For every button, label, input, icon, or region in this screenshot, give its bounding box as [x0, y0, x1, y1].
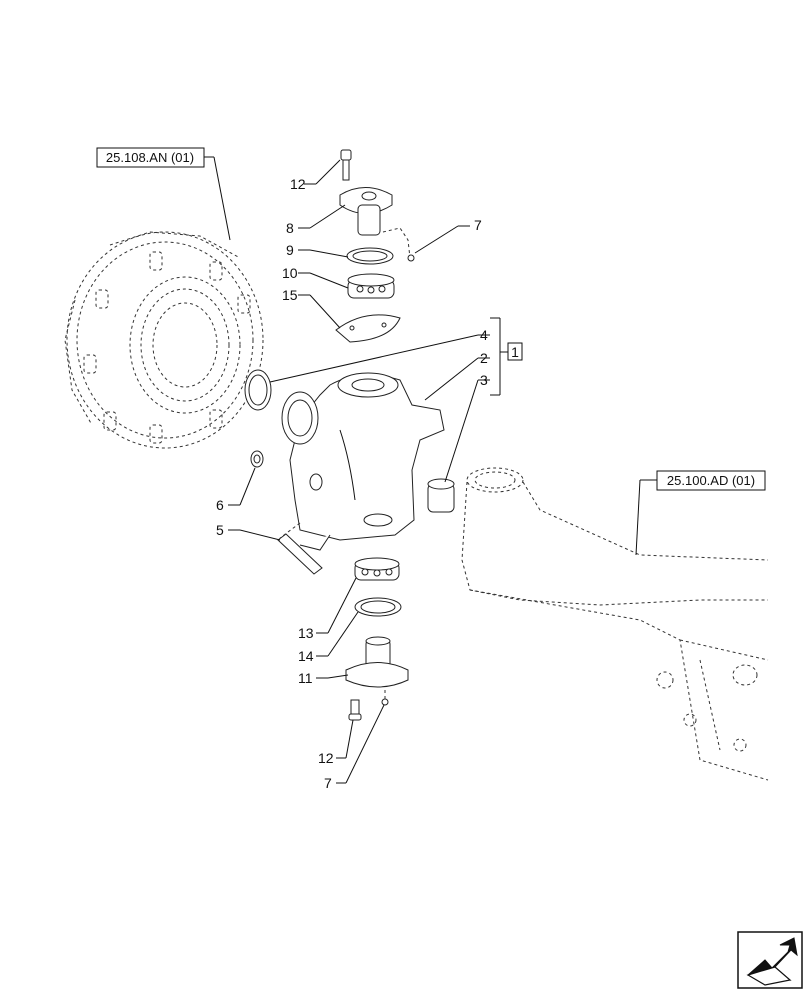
part-bearing-top [347, 273, 395, 299]
part-bolt-top [340, 149, 352, 181]
part-bushing [427, 478, 455, 513]
part-seal-ring [244, 369, 272, 411]
callout-12-bottom[interactable]: 12 [318, 750, 334, 766]
assembly-group-box[interactable]: 1 [507, 342, 523, 361]
part-nut [250, 450, 264, 468]
part-bearing-bottom [354, 557, 400, 581]
final-drive-hub-phantom [64, 231, 264, 449]
callout-7-top[interactable]: 7 [474, 217, 482, 233]
axle-housing-phantom [461, 467, 769, 781]
reference-axle-housing[interactable]: 25.100.AD (01) [656, 470, 766, 491]
part-seal-top [346, 247, 394, 265]
part-seal-bottom [354, 597, 402, 617]
part-pin [277, 522, 323, 575]
callout-10[interactable]: 10 [282, 265, 298, 281]
callout-13[interactable]: 13 [298, 625, 314, 641]
assembly-group-label: 1 [511, 344, 519, 360]
callout-leaders [228, 159, 508, 784]
callout-4[interactable]: 4 [480, 327, 488, 343]
callout-3[interactable]: 3 [480, 372, 488, 388]
reference-axle-housing-label: 25.100.AD (01) [667, 473, 755, 488]
callout-15[interactable]: 15 [282, 287, 298, 303]
reference-final-drive[interactable]: 25.108.AN (01) [96, 147, 205, 168]
callout-12-top[interactable]: 12 [290, 176, 306, 192]
callout-9[interactable]: 9 [286, 242, 294, 258]
callout-14[interactable]: 14 [298, 648, 314, 664]
part-grease-nipple-top [382, 227, 415, 262]
callout-8[interactable]: 8 [286, 220, 294, 236]
next-page-arrow-icon[interactable] [737, 931, 803, 989]
callout-7-bottom[interactable]: 7 [324, 775, 332, 791]
callout-2[interactable]: 2 [480, 350, 488, 366]
callout-5[interactable]: 5 [216, 522, 224, 538]
part-shim [335, 314, 401, 343]
part-pin-cap-bottom [345, 636, 409, 688]
part-steering-knuckle [281, 372, 445, 551]
part-bolt-bottom [348, 699, 362, 721]
reference-final-drive-label: 25.108.AN (01) [106, 150, 194, 165]
callout-6[interactable]: 6 [216, 497, 224, 513]
part-pin-cap-top [339, 187, 393, 236]
callout-11[interactable]: 11 [298, 670, 313, 686]
part-grease-nipple-bottom [381, 690, 389, 706]
